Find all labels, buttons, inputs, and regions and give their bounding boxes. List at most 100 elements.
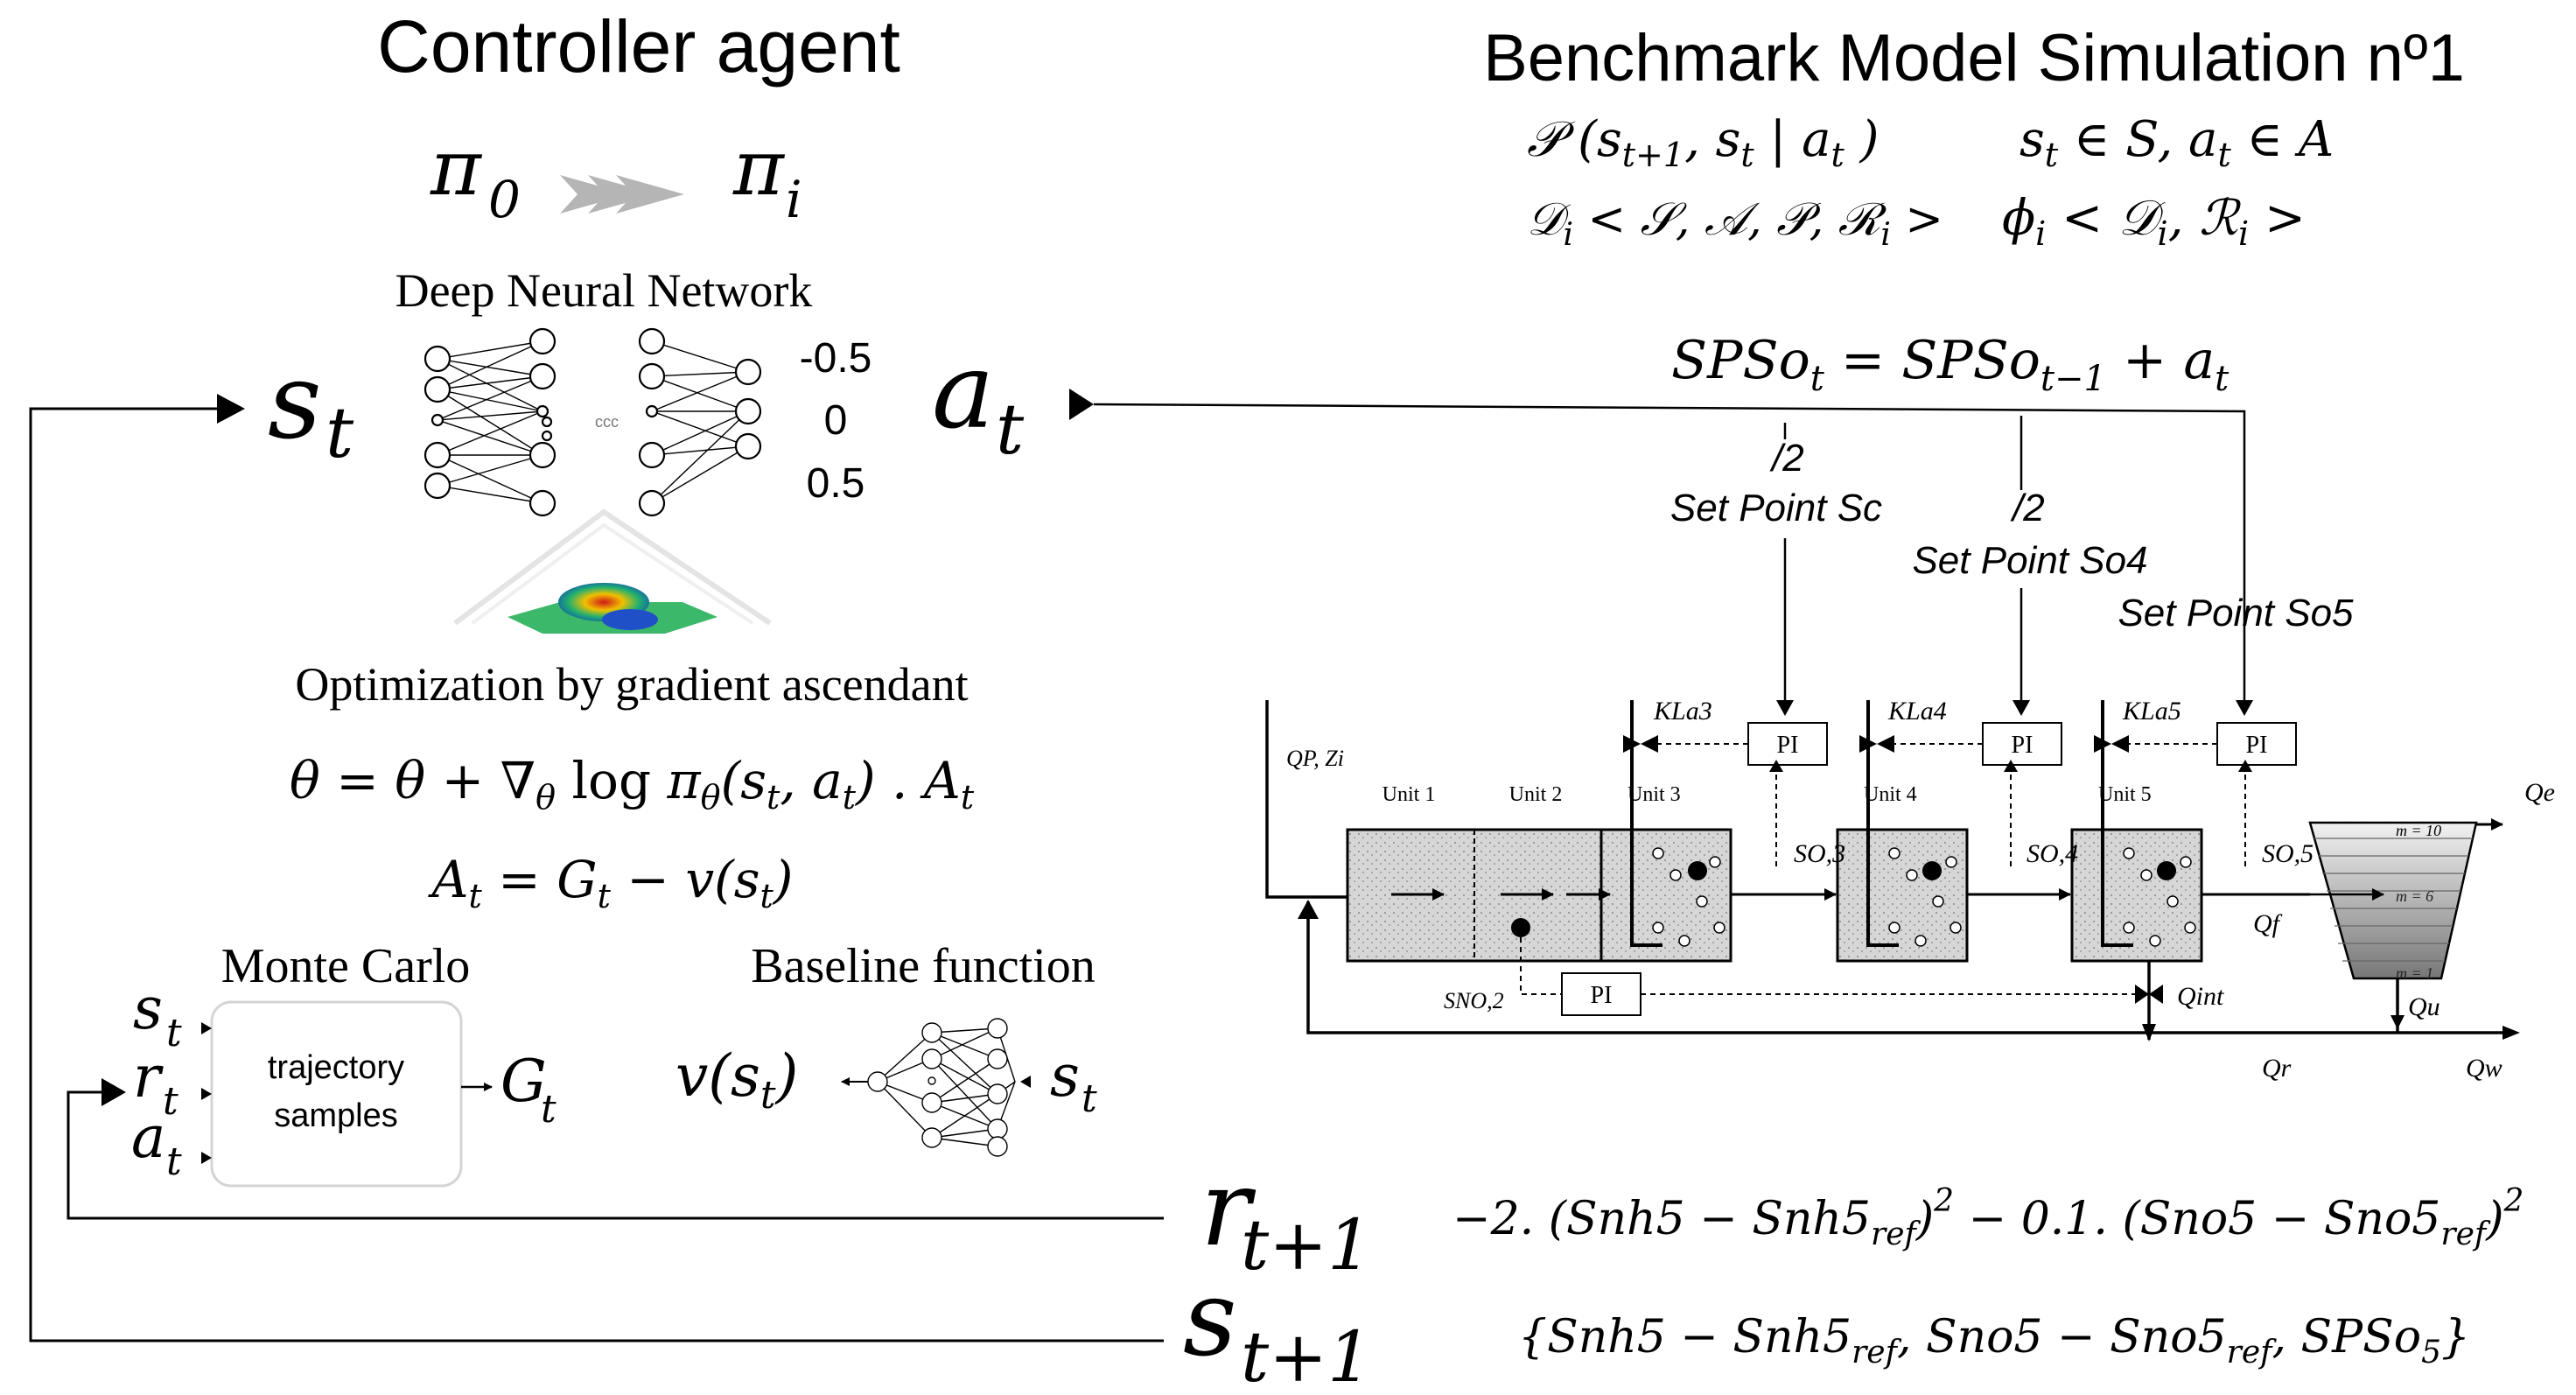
qf-label: Qf [2253,909,2283,938]
pi-sub: θ [701,778,721,817]
reward-in-arrowhead [102,1078,126,1106]
div-label-so4: /2 [2010,487,2045,529]
feedback-loops [29,407,1164,1342]
baseline-network-icon [867,1018,1016,1157]
action-out-symbol: a [932,331,995,452]
update-rule-args: (s [721,751,766,810]
svg-text:PI: PI [1591,982,1613,1009]
output-value-neg: -0.5 [800,335,872,382]
pii-subscript: i [786,170,802,229]
mdp-formula: 𝒟i < 𝒮, 𝒜, 𝒫, ℛi > [1527,193,1943,253]
pi-controller-5: PI [2216,722,2297,766]
svg-text:ccc: ccc [595,413,619,431]
so3-label: SO,3 [1794,839,1845,868]
neural-network-icon: ccc [424,327,762,517]
qint-label: Qint [2177,982,2224,1011]
inflow-label: QP, Zi [1286,746,1344,771]
pi-symbol: π [667,751,702,810]
baseline-label: Baseline function [751,939,1095,993]
mc-input-a-sub: t [166,1139,182,1184]
gradient-surface-icon [453,508,772,634]
unit-3-tank [1600,828,1732,963]
kla4-label: KLa4 [1887,697,1947,726]
mc-input-a: a [131,1104,165,1171]
unit-5-tank [2070,828,2203,963]
reward-feedback-line [66,1090,1164,1220]
pi-controller-nitrate: PI [1561,972,1642,1016]
setpoint-so4: Set Point So4 [1912,539,2147,582]
baseline-expr: v(st) [676,1042,798,1118]
action-out-arrowhead [1069,389,1094,420]
nabla-sub: θ [536,778,556,817]
monte-carlo-label: Monte Carlo [221,939,471,993]
pii-symbol: π [732,123,786,213]
state-formula: {Snh5 − Snh5ref, Sno5 − Sno5ref, SPSo5} [1518,1311,2470,1370]
trajectory-line2: samples [274,1097,398,1134]
qr-label: Qr [2262,1054,2292,1083]
mc-input-arrows [201,1022,212,1164]
controller-title: Controller agent [377,5,900,88]
unit-4-label: Unit 4 [1864,783,1917,806]
unit-1-label: Unit 1 [1382,783,1436,806]
output-value-pos: 0.5 [807,460,865,507]
baseline-input: s [1050,1042,1080,1110]
output-value-zero: 0 [824,397,848,444]
state-next-sub: t+1 [1241,1316,1372,1395]
spaces-formula: st ∈ S, at ∈ A [2020,111,2334,174]
gt-symbol: G [500,1048,547,1115]
baseline-input-sub: t [1082,1076,1097,1121]
state-feedback-line [29,407,1164,1342]
so4-label: SO,4 [2026,839,2078,868]
settler-layer-mid: m = 6 [2396,887,2433,905]
gt-subscript: t [541,1087,556,1132]
action-line [1093,403,2246,649]
mc-input-r: r [133,1043,164,1111]
state-in-symbol: s [268,341,322,463]
setpoint-arrowheads [1776,700,2253,716]
baseline-input-arrow [1020,1076,1031,1088]
div-label-sc: /2 [1769,437,1804,480]
trajectory-line1: trajectory [268,1049,404,1086]
unit-3-label: Unit 3 [1628,783,1681,806]
unit-4-tank [1836,828,1969,963]
pi-controller-4: PI [1982,722,2062,766]
plant-schematic: QP, Zi Unit 1 Unit 2 Unit 3 Unit 4 Unit … [1265,697,2555,1083]
setpoint-so5: Set Point So5 [2118,592,2354,634]
state-in-sub: t [326,392,354,473]
pi-controller-3: PI [1747,722,1828,766]
kla5-label: KLa5 [2122,697,2181,726]
action-out-sub: t [996,389,1025,470]
mc-input-s: s [133,975,163,1042]
mc-input-r-sub: t [163,1079,178,1124]
so5-label: SO,5 [2262,839,2314,868]
update-rule: θ = θ + ∇θ log πθ(st, at) . At [290,751,975,817]
benchmark-title: Benchmark Model Simulation nº1 [1483,21,2465,95]
reward-next-sub: t+1 [1241,1204,1372,1286]
phi-formula: ϕi < 𝒟i, ℛi > [2002,190,2306,253]
setpoint-update-formula: SPSot = SPSot−1 + at [1671,330,2230,399]
svg-text:PI: PI [1777,732,1799,759]
log-text: log [556,751,667,810]
state-in-arrowhead [217,394,245,424]
reward-next-symbol: r [1200,1148,1256,1270]
mc-input-s-sub: t [166,1011,182,1055]
kla3-label: KLa3 [1653,697,1712,726]
reward-formula: −2. (Snh5 − Snh5ref)2 − 0.1. (Sno5 − Sno… [1452,1183,2524,1252]
policy-evolution: π 0 π i [430,123,802,229]
sno2-label: SNO,2 [1444,988,1504,1013]
state-next-symbol: s [1183,1258,1237,1380]
settler-tank [2308,821,2478,980]
pi0-symbol: π [430,123,483,213]
qe-label: Qe [2524,778,2555,807]
settler-layer-top: m = 10 [2396,822,2441,839]
qw-label: Qw [2466,1054,2502,1083]
advantage-formula: At = Gt − v(st) [428,850,794,915]
optimization-label: Optimization by gradient ascendant [295,658,968,711]
pi0-subscript: 0 [488,170,521,229]
unit-5-label: Unit 5 [2098,783,2152,806]
triple-chevron-icon [560,175,684,214]
transition-formula: 𝒫 (st+1, st | at ) [1527,111,1879,174]
trajectory-box [210,1000,463,1188]
